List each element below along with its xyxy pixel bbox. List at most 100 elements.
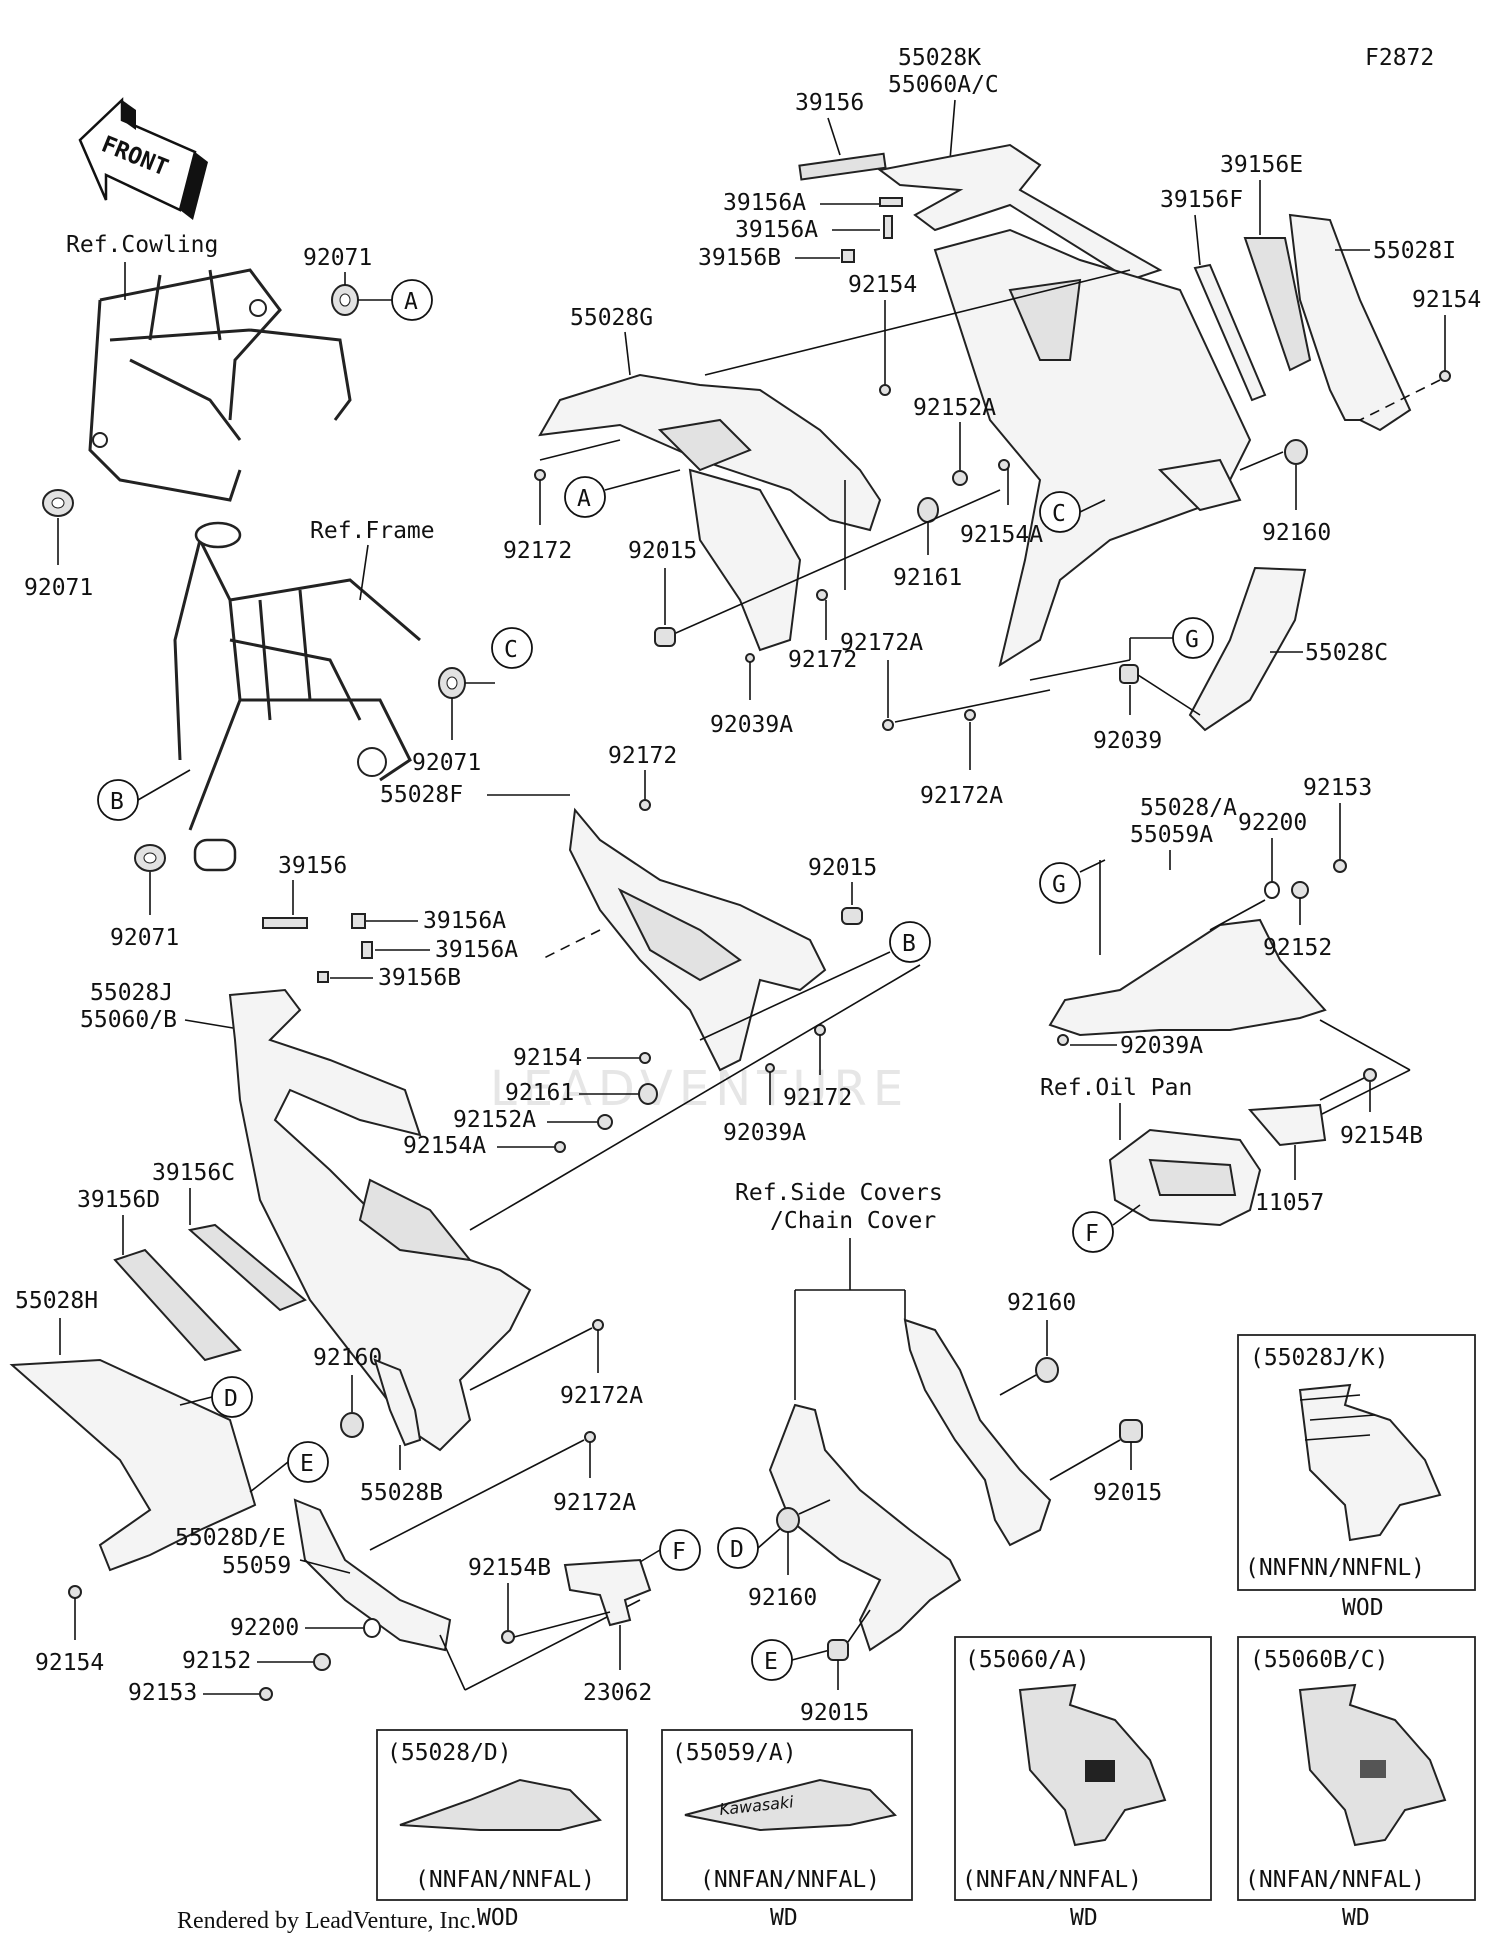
variant-box-footer-3: WD [1342,1905,1370,1931]
washer-92200-b [363,1618,381,1638]
cowl-shell [933,228,1252,668]
screw-92172a-2 [964,709,976,721]
variant-box-55060a: (55060/A) (NNFAN/NNFAL) [954,1636,1212,1901]
callout-b-1-text: B [110,789,124,815]
bracket-23062 [563,1558,652,1627]
callout-f-2-text: F [1085,1221,1099,1247]
ref-frame: Ref.Frame [310,518,435,544]
label-92160-r: 92160 [1262,520,1331,546]
bolt-92154b-r [1363,1068,1377,1082]
variant-box-title: (55028J/K) [1250,1345,1388,1371]
panel-55028de [293,1498,452,1652]
label-39156a-2: 39156A [735,217,818,243]
screw-92172a-4 [584,1431,596,1443]
label-39156d: 39156D [77,1187,160,1213]
label-55028b: 55028B [360,1480,443,1506]
strip-39156-top [798,152,887,181]
label-92152a-m: 92152A [453,1107,536,1133]
callout-e-1-text: E [300,1451,314,1477]
panel-55028a [1048,918,1327,1037]
strip-39156d [113,1248,242,1362]
variant-box-footer-2: WD [1070,1905,1098,1931]
label-92153-b: 92153 [128,1680,197,1706]
label-92071-top: 92071 [303,245,372,271]
callout-c-1 [491,627,533,669]
grommet-92071-bottom [134,844,166,872]
bracket-55028b [373,1358,422,1447]
label-92015-sc2: 92015 [1093,1480,1162,1506]
variant-box-title: (55060B/C) [1250,1647,1388,1673]
screw-92172a-3 [592,1319,604,1331]
bolt-92154a-c [998,459,1010,471]
label-92172a-1: 92172A [840,630,923,656]
label-92152-b: 92152 [182,1648,251,1674]
callout-c-2 [1039,491,1081,533]
washer-92152a-m [597,1114,613,1130]
callout-a-1-text: A [404,289,418,315]
label-23062: 23062 [583,1680,652,1706]
pad-39156b-l [317,971,329,983]
ref-oil-pan: Ref.Oil Pan [1040,1075,1192,1101]
label-55028c: 55028C [1305,640,1388,666]
label-92153-r: 92153 [1303,775,1372,801]
ref-cowling: Ref.Cowling [66,232,218,258]
clip-92039a-m [765,1063,775,1073]
label-39156a-4: 39156A [435,937,518,963]
variant-box-title: (55060/A) [965,1647,1090,1673]
callout-f-1-text: F [672,1539,686,1565]
variant-box-footer-5: WD [770,1905,798,1931]
bolt-92153-b [259,1687,273,1701]
label-92154-r: 92154 [1412,287,1481,313]
callout-a-2-text: A [577,486,591,512]
label-92015-sc1: 92015 [800,1700,869,1726]
variant-box-footer-4: WOD [477,1905,519,1931]
label-92152-r: 92152 [1263,935,1332,961]
label-92039a-c: 92039A [710,712,793,738]
callout-c-2-text: C [1052,501,1066,527]
callout-b-2-text: B [902,931,916,957]
label-55028k: 55028K [898,45,981,71]
cowl-window [1008,278,1082,361]
callout-c-1-text: C [504,637,518,663]
main-frame [173,521,421,872]
panel-55028f-inner [617,887,742,982]
bolt-92154-r [1439,370,1451,382]
label-92172a-4: 92172A [553,1490,636,1516]
label-92039a-r: 92039A [1120,1033,1203,1059]
label-92039: 92039 [1093,728,1162,754]
fairing-55028j-window [358,1178,473,1262]
label-55028j: 55028J [90,980,173,1006]
pad-39156a-4 [361,941,373,959]
label-92161-c: 92161 [893,565,962,591]
callout-e-2-text: E [764,1649,778,1675]
grommet-92071-top [331,284,359,316]
callout-f-2 [1072,1211,1114,1253]
panel-55028c [1188,566,1307,732]
label-92172-l: 92172 [503,538,572,564]
footer-credit: Rendered by LeadVenture, Inc. [177,1908,476,1934]
bolt-92154-b [68,1585,82,1599]
label-92015-m: 92015 [808,855,877,881]
callout-d-1-text: D [224,1386,238,1412]
label-55028i: 55028I [1373,238,1456,264]
variant-box-title: (55028/D) [387,1740,512,1766]
washer-92200-r [1264,881,1280,899]
bolt-92154b-b [501,1630,515,1644]
label-92154b-b: 92154B [468,1555,551,1581]
label-39156b-top: 39156B [698,245,781,271]
variant-logo-icon [1360,1760,1386,1778]
screw-92172-c [816,589,828,601]
strip-39156c [187,1223,307,1312]
label-92071-left: 92071 [24,575,93,601]
washer-92152-b [313,1653,331,1671]
label-55028h: 55028H [15,1288,98,1314]
collar-92015-sc1 [827,1639,849,1661]
variant-box-55028jk: (55028J/K) (NNFNN/NNFNL) [1237,1334,1476,1591]
strip-39156-l [262,917,308,929]
label-39156a-3: 39156A [423,908,506,934]
label-92200-b: 92200 [230,1615,299,1641]
panel-55028h [9,1358,257,1572]
grommet-92160-r [1284,439,1308,465]
label-11057: 11057 [1255,1190,1324,1216]
label-92154a-m: 92154A [403,1133,486,1159]
